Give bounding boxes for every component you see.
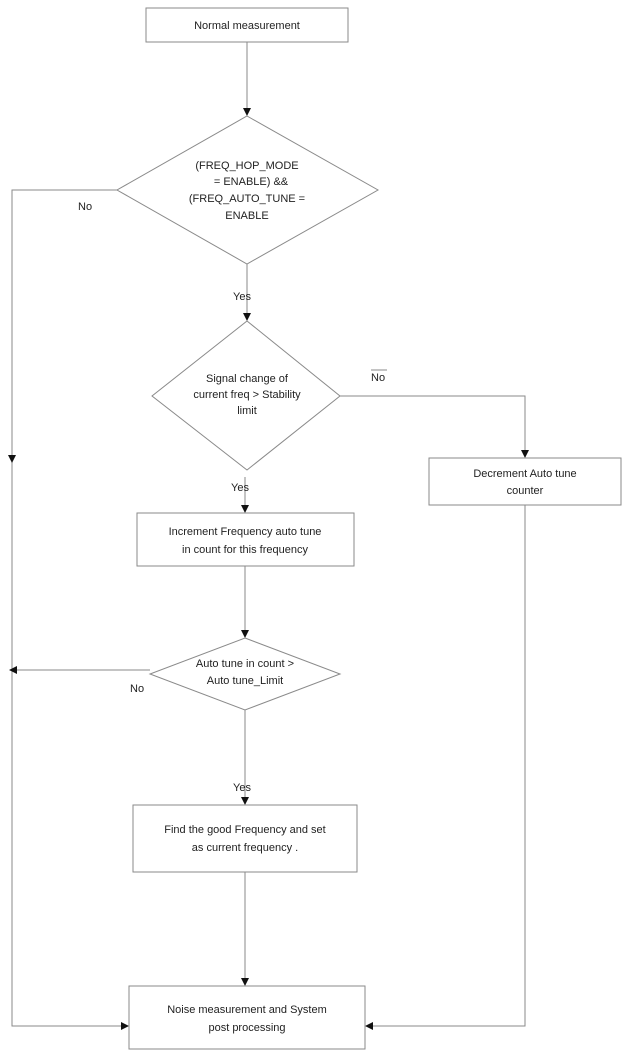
node-signal-change-check-line: Signal change of [206, 373, 289, 385]
node-freq-mode-check-line: (FREQ_AUTO_TUNE = [189, 193, 305, 205]
node-find-good-frequency-line: as current frequency . [192, 842, 298, 854]
node-signal-change-check-line: limit [237, 405, 257, 417]
node-increment-count-box [136, 512, 355, 567]
edge-labels: No Yes No Yes No Yes [78, 201, 387, 794]
node-decrement-counter-box [428, 457, 622, 506]
node-find-good-frequency-line: Find the good Frequency and set [164, 824, 325, 836]
edge-signal-no [340, 395, 526, 452]
node-normal-measurement-line: Normal measurement [194, 20, 300, 32]
node-find-good-frequency: Find the good Frequency and set as curre… [132, 804, 358, 873]
arrow-left-path-mid [8, 455, 16, 463]
node-freq-mode-check: (FREQ_HOP_MODE = ENABLE) && (FREQ_AUTO_T… [115, 115, 380, 265]
arrow-into-noise-top [241, 978, 249, 986]
node-auto-tune-limit-check-line: Auto tune in count > [196, 658, 294, 670]
arrow-into-increment [241, 505, 249, 513]
arrow-into-find [241, 797, 249, 805]
node-increment-count-line: in count for this frequency [182, 544, 308, 556]
arrow-into-decrement [521, 450, 529, 458]
edge-decrement-to-noise [371, 505, 526, 1027]
node-normal-measurement: Normal measurement [145, 7, 349, 43]
node-decrement-counter-line: counter [507, 485, 544, 497]
node-freq-mode-check-line: = ENABLE) && [214, 176, 289, 188]
node-noise-measurement-line: Noise measurement and System [167, 1004, 327, 1016]
node-increment-count-line: Increment Frequency auto tune [169, 526, 322, 538]
arrow-into-noise-left [121, 1022, 129, 1030]
arrow-into-signal-check [243, 313, 251, 321]
node-signal-change-check-diamond [151, 320, 341, 471]
node-signal-change-check-line: current freq > Stability [193, 389, 301, 401]
node-find-good-frequency-box [132, 804, 358, 873]
label-limit-no: No [130, 683, 144, 695]
node-freq-mode-check-line: ENABLE [225, 210, 268, 222]
node-freq-mode-check-line: (FREQ_HOP_MODE [195, 160, 298, 172]
node-noise-measurement-line: post processing [208, 1022, 285, 1034]
edge-mode-no [11, 189, 123, 1027]
node-freq-mode-check-diamond [115, 115, 380, 265]
node-increment-count: Increment Frequency auto tune in count f… [136, 512, 355, 567]
label-limit-yes: Yes [233, 782, 251, 794]
node-auto-tune-limit-check-line: Auto tune_Limit [207, 675, 283, 687]
node-signal-change-check: Signal change of current freq > Stabilit… [151, 320, 341, 471]
arrow-limit-no-left [9, 666, 17, 674]
node-auto-tune-limit-check: Auto tune in count > Auto tune_Limit [148, 637, 342, 711]
connectors [11, 42, 526, 1027]
node-noise-measurement: Noise measurement and System post proces… [128, 985, 366, 1050]
node-normal-measurement-box [145, 7, 349, 43]
arrow-into-mode-check [243, 108, 251, 116]
node-auto-tune-limit-check-diamond [148, 637, 342, 711]
node-noise-measurement-box [128, 985, 366, 1050]
label-mode-no: No [78, 201, 92, 213]
arrow-into-noise-right [365, 1022, 373, 1030]
arrow-into-limit-check [241, 630, 249, 638]
label-signal-no: No [371, 372, 385, 384]
node-decrement-counter: Decrement Auto tune counter [428, 457, 622, 506]
label-signal-yes: Yes [231, 482, 249, 494]
node-decrement-counter-line: Decrement Auto tune [473, 468, 576, 480]
arrowheads [8, 108, 529, 1030]
label-mode-yes: Yes [233, 291, 251, 303]
